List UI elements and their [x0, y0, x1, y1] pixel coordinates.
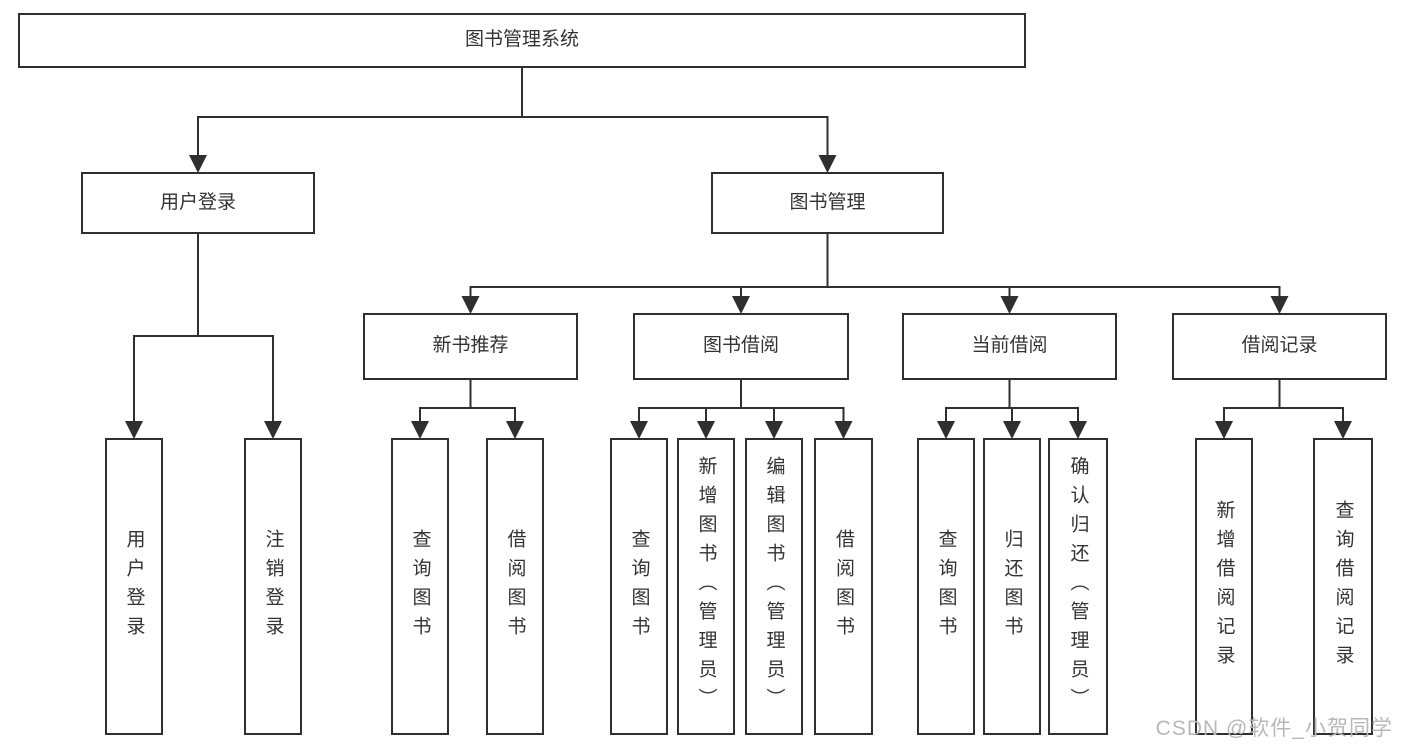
node-return-books: 归还图书	[983, 438, 1041, 735]
node-book-borrowing: 图书借阅	[633, 313, 849, 380]
node-label: 借阅图书	[833, 528, 854, 645]
node-label: 当前借阅	[971, 335, 1048, 357]
node-label: 借阅图书	[504, 528, 526, 645]
node-new-book-recommend: 新书推荐	[363, 313, 578, 380]
node-borrow-books-rec: 借阅图书	[486, 438, 544, 735]
node-user-login-branch: 用户登录	[81, 172, 315, 234]
node-add-books-admin: 新增图书（管理员）	[677, 438, 735, 735]
node-logout-login: 注销登录	[244, 438, 302, 735]
node-borrowing-records: 借阅记录	[1172, 313, 1387, 380]
node-label: 查询图书	[409, 528, 431, 645]
node-confirm-return-admin: 确认归还（管理员）	[1048, 438, 1108, 735]
node-label: 编辑图书（管理员）	[763, 456, 785, 717]
node-borrow-books-borrow: 借阅图书	[814, 438, 873, 735]
node-label: 新增图书（管理员）	[695, 456, 717, 717]
node-label: 注销登录	[262, 528, 284, 645]
node-label: 图书管理系统	[464, 29, 579, 51]
node-label: 新增借阅记录	[1213, 499, 1235, 674]
node-label: 确认归还（管理员）	[1067, 456, 1089, 717]
node-label: 查询图书	[935, 528, 957, 645]
node-query-borrow-record: 查询借阅记录	[1313, 438, 1373, 735]
node-user-login: 用户登录	[105, 438, 163, 735]
node-query-books-borrow: 查询图书	[610, 438, 668, 735]
node-query-books-rec: 查询图书	[391, 438, 449, 735]
node-current-borrowing: 当前借阅	[902, 313, 1117, 380]
node-query-books-current: 查询图书	[917, 438, 975, 735]
node-edit-books-admin: 编辑图书（管理员）	[745, 438, 803, 735]
node-label: 借阅记录	[1241, 335, 1318, 357]
node-add-borrow-record: 新增借阅记录	[1195, 438, 1253, 735]
node-label: 用户登录	[123, 528, 145, 645]
node-label: 查询借阅记录	[1332, 499, 1354, 674]
node-label: 图书借阅	[702, 335, 779, 357]
watermark: CSDN @软件_小贺同学	[1155, 717, 1393, 740]
node-label: 新书推荐	[432, 335, 509, 357]
node-label: 归还图书	[1001, 528, 1023, 645]
node-label: 用户登录	[159, 191, 236, 213]
node-label: 查询图书	[628, 528, 650, 645]
node-book-management: 图书管理	[711, 172, 944, 234]
node-label: 图书管理	[789, 191, 866, 213]
node-system: 图书管理系统	[18, 13, 1026, 68]
